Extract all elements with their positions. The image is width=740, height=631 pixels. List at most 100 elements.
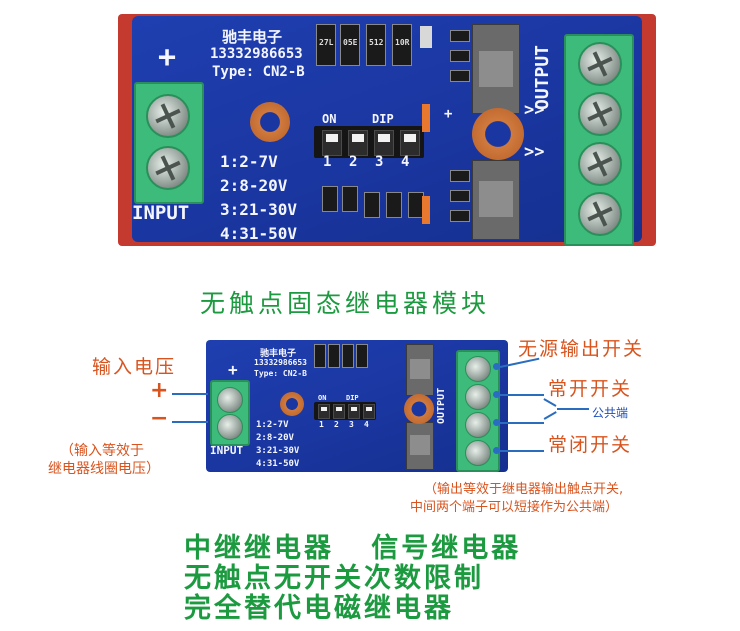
output-note-line1: （输出等效于继电器输出触点开关, <box>424 482 624 497</box>
range-label: 2:8-20V <box>220 176 288 195</box>
input-label: INPUT <box>132 202 190 224</box>
chip-pin <box>450 30 470 42</box>
dip-toggle-2[interactable] <box>348 130 368 156</box>
normally-closed-label: 常闭开关 <box>548 434 633 456</box>
feature-line-1: 中继继电器 信号继电器 <box>184 533 522 564</box>
dip-number: 1 <box>319 420 324 429</box>
input-minus-sign: − <box>150 406 169 431</box>
module-title: 无触点固态继电器模块 <box>200 289 491 318</box>
dip-number: 2 <box>349 154 358 170</box>
smd-resistor <box>342 344 354 368</box>
pcb-board-large: + INPUT 驰丰电子 13332986653 Type: CN2-B 1:2… <box>132 16 642 246</box>
mounting-hole <box>280 392 304 416</box>
dip-label-small: DIP <box>346 394 359 402</box>
chip-pin <box>450 50 470 62</box>
smd-resistor <box>328 344 340 368</box>
smd-code: 10R <box>395 38 410 47</box>
smd-code: 27L <box>319 38 334 47</box>
type-label-small: Type: CN2-B <box>254 369 307 378</box>
brand-label: 驰丰电子 <box>222 28 283 46</box>
phone-label-small: 13332986653 <box>254 358 307 367</box>
leader-line <box>500 450 544 452</box>
dip-number: 4 <box>364 420 369 429</box>
smd-resistor <box>316 24 336 66</box>
dip-number: 2 <box>334 420 339 429</box>
smd-component <box>364 192 380 218</box>
normally-open-label: 常开开关 <box>548 378 633 400</box>
smd-resistor <box>366 24 386 66</box>
screw-icon <box>146 94 190 138</box>
pcb-board-small: + INPUT 驰丰电子 13332986653 Type: CN2-B 1:2… <box>206 340 508 472</box>
output-terminal-block <box>564 34 634 246</box>
output-label-small: OUTPUT <box>436 387 447 424</box>
output-note-line2: 中间两个端子可以短接作为公共端） <box>410 500 619 515</box>
output-label: OUTPUT <box>532 44 553 110</box>
phone-label: 13332986653 <box>210 46 303 62</box>
range-label: 3:21-30V <box>220 200 298 219</box>
range-label: 1:2-7V <box>220 152 278 171</box>
leader-line <box>500 422 544 424</box>
ssr-chip-bottom-small <box>406 422 434 470</box>
terminal-dot <box>493 447 500 454</box>
smd-capacitor <box>420 26 432 48</box>
ssr-chip-top-small <box>406 344 434 396</box>
range-label-small: 4:31-50V <box>256 459 300 469</box>
common-terminal-label: 公共端 <box>592 406 629 420</box>
smd-code: 05E <box>343 38 358 47</box>
mounting-hole <box>404 394 434 424</box>
smd-component <box>386 192 402 218</box>
smd-resistor <box>340 24 360 66</box>
dip-number: 3 <box>349 420 354 429</box>
input-plus-label: + <box>158 40 177 75</box>
dip-switch[interactable] <box>314 126 424 158</box>
output-terminal-block-small <box>456 350 500 472</box>
leader-line <box>172 393 208 395</box>
range-label: 4:31-50V <box>220 224 298 243</box>
dip-on-label: ON <box>322 112 337 126</box>
chip-pin <box>450 210 470 222</box>
range-label-small: 2:8-20V <box>256 433 294 443</box>
feature-line-3: 完全替代电磁继电器 <box>184 593 454 624</box>
range-label-small: 1:2-7V <box>256 420 289 430</box>
chip-pin <box>450 70 470 82</box>
input-note-line2: 继电器线圈电压） <box>48 461 160 477</box>
ssr-chip-top <box>472 24 520 114</box>
dip-switch-small[interactable] <box>314 402 376 420</box>
pcb-plus-label: + <box>444 106 453 122</box>
terminal-dot <box>493 391 500 398</box>
screw-icon <box>146 146 190 190</box>
dip-toggle-1[interactable] <box>322 130 342 156</box>
dip-number: 3 <box>375 154 384 170</box>
passive-switch-label: 无源输出开关 <box>518 338 645 360</box>
screw-icon <box>578 192 622 236</box>
dip-number: 4 <box>401 154 410 170</box>
range-label-small: 3:21-30V <box>256 446 300 456</box>
brand-label-small: 驰丰电子 <box>260 349 297 359</box>
input-terminal-block-small <box>210 380 250 446</box>
dip-toggle-4[interactable] <box>400 130 420 156</box>
smd-component <box>342 186 358 212</box>
leader-line <box>172 421 208 423</box>
input-terminal-block <box>134 82 204 204</box>
smd-code: 512 <box>369 38 384 47</box>
smd-component <box>322 186 338 212</box>
input-plus-label-small: + <box>228 360 238 379</box>
screw-icon <box>465 440 491 466</box>
bracket-line <box>543 411 557 420</box>
input-plus-sign: + <box>150 378 169 403</box>
terminal-dot <box>493 363 500 370</box>
screw-icon <box>217 387 243 413</box>
smd-resistor <box>356 344 368 368</box>
dip-toggle-3[interactable] <box>374 130 394 156</box>
leader-line <box>500 394 544 396</box>
output-arrow: >> <box>524 142 545 162</box>
screw-icon <box>578 142 622 186</box>
ssr-chip-bottom <box>472 160 520 240</box>
input-note-line1: （输入等效于 <box>60 443 144 459</box>
smd-resistor <box>392 24 412 66</box>
smd-resistor <box>314 344 326 368</box>
leader-line <box>557 408 589 410</box>
chip-pin <box>450 170 470 182</box>
chip-pin <box>450 190 470 202</box>
dip-on-label-small: ON <box>318 394 327 402</box>
